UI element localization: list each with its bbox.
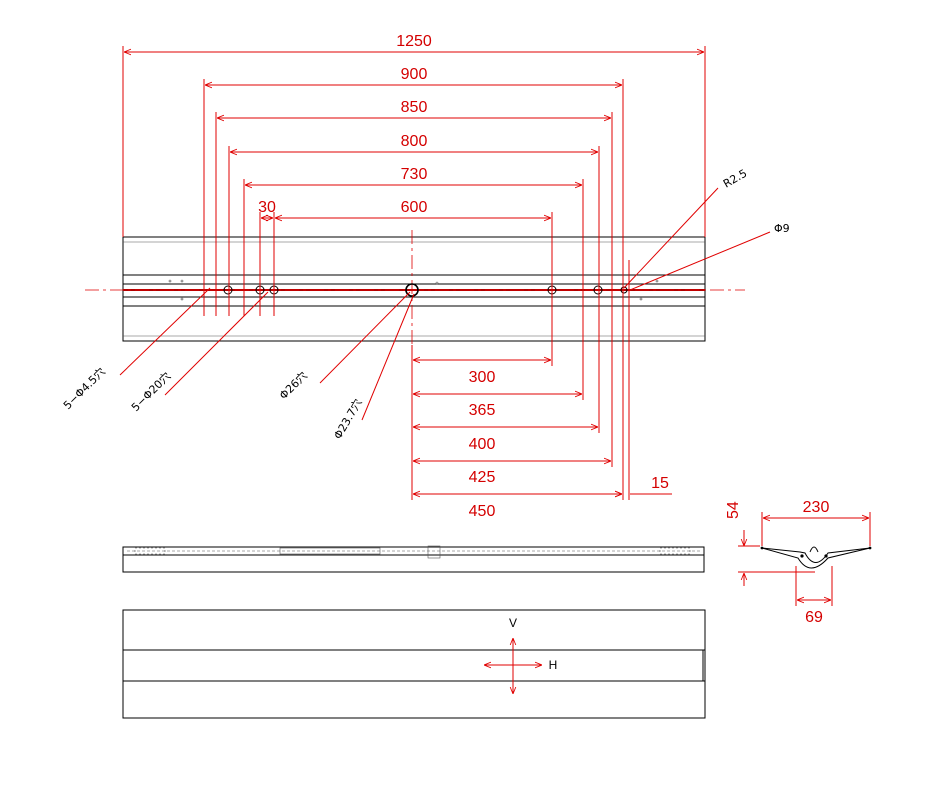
dim-label-400: 400 [469,436,496,453]
dim-label-1250: 1250 [396,33,432,50]
bottom-dimension-lines [413,360,672,494]
note-hole-4-5: 5−Φ4.5穴 [60,364,108,412]
front-view [122,545,705,573]
note-phi9: Φ9 [774,222,790,235]
note-hole-20: 5−Φ20穴 [128,369,173,414]
note-r2-5: R2.5 [721,167,749,191]
dim-label-730: 730 [401,166,428,183]
dim-label-600: 600 [401,199,428,216]
top-dimension-labels: 1250 900 850 800 730 600 30 [258,33,432,216]
hole [593,285,603,295]
top-dimension-lines [124,52,704,218]
section-view: 230 54 69 [725,499,872,626]
extension-lines [122,46,706,500]
note-hole-23-7: Φ23.7穴 [330,396,364,441]
dim-label-230: 230 [803,499,830,516]
dim-label-900: 900 [401,66,428,83]
center-hole [405,283,419,297]
dim-label-54: 54 [725,501,742,519]
dim-label-30: 30 [258,199,276,216]
note-hole-26: Φ26穴 [276,368,310,402]
dim-label-15: 15 [651,475,669,492]
bottom-dimension-labels: 300 365 400 425 450 15 [469,369,669,520]
dim-label-300: 300 [469,369,496,386]
dim-label-450: 450 [469,503,496,520]
dim-label-850: 850 [401,99,428,116]
top-view [85,230,745,345]
dim-label-365: 365 [469,402,496,419]
bottom-view: V H [122,609,706,719]
hole [223,285,233,295]
dim-label-800: 800 [401,133,428,150]
h-label: H [549,658,558,672]
hole [620,286,628,294]
dim-label-69: 69 [805,609,823,626]
v-label: V [509,616,517,630]
leader-lines [119,187,771,421]
dim-label-425: 425 [469,469,496,486]
